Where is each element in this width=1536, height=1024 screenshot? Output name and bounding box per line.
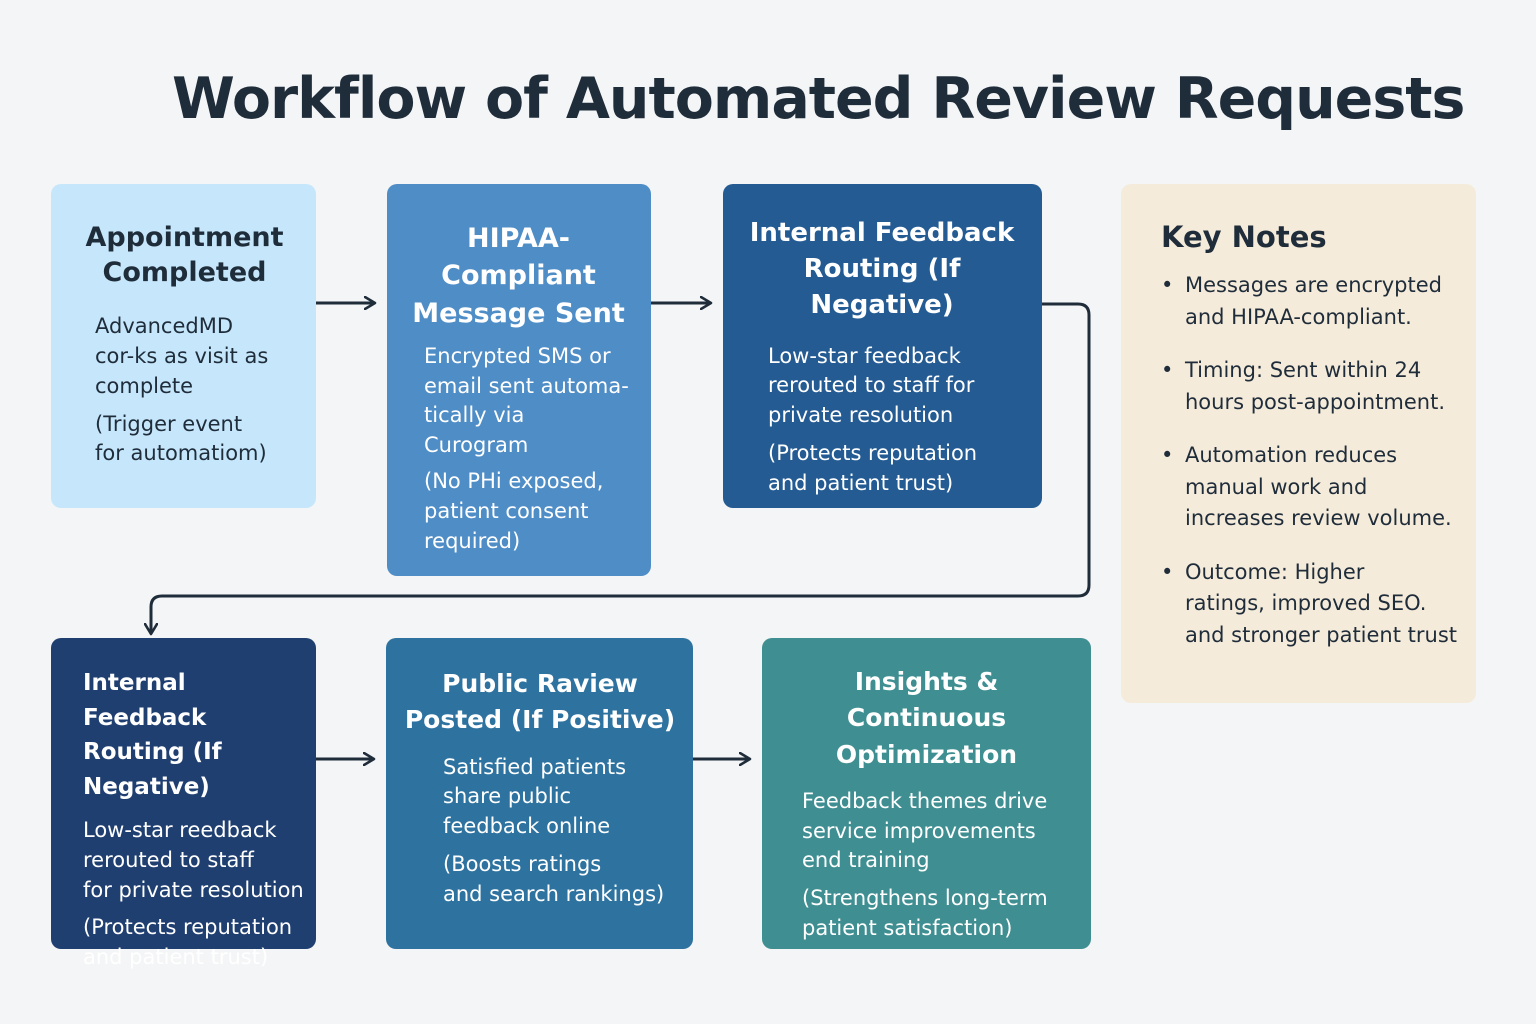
step-description: Low-star feedback rerouted to staff for … — [768, 342, 1026, 431]
step-title: Insights & Continuous Optimization — [774, 664, 1079, 773]
key-note-item: • Messages are encrypted and HIPAA-compl… — [1161, 270, 1460, 333]
step-description-line: service improvements — [802, 818, 1036, 843]
step-description-line: Encrypted SMS or — [424, 343, 611, 368]
step-description-line: for private resolution — [83, 877, 304, 902]
step-description-line: Low-star reedback — [83, 818, 277, 842]
key-note-item: • Timing: Sent within 24 hours post-appo… — [1161, 355, 1460, 418]
step-title: HIPAA- Compliant Message Sent — [402, 220, 635, 332]
step-description-line: private resolution — [768, 403, 954, 428]
key-note-item: • Outcome: Higher ratings, improved SEO.… — [1161, 557, 1460, 652]
step-note-line: (Trigger event — [95, 411, 243, 436]
step-title-line: Posted (If Positive) — [404, 705, 676, 735]
step-description-line: cor-ks as visit as — [95, 344, 269, 368]
step-note: (Protects reputation and patient trust) — [768, 439, 1026, 499]
step-title-line: Insights & Continuous — [846, 667, 1007, 733]
step-title-line: Internal Feedback — [749, 218, 1015, 248]
step-description-line: tically via Curogram — [424, 403, 529, 458]
step-note-line: (Strengthens long-term — [802, 886, 1048, 911]
key-note-item: • Automation reduces manual work and inc… — [1161, 440, 1460, 535]
key-notes-title: Key Notes — [1161, 220, 1327, 254]
key-note-line: hours post-appointment. — [1185, 389, 1445, 414]
step-note-line: (No PHi exposed, — [424, 469, 604, 493]
step-appointment-completed: Appointment Completed AdvancedMD cor-ks … — [51, 184, 316, 508]
step-description-line: share public — [443, 784, 572, 809]
step-description: Satisfied patients share public feedback… — [443, 753, 677, 842]
key-note-line: Timing: Sent within 24 — [1185, 358, 1422, 382]
step-description-line: AdvancedMD — [95, 314, 234, 339]
step-description-line: complete — [95, 373, 194, 398]
step-description-line: Satisfied patients — [443, 754, 627, 779]
step-title-line: Public Raview — [442, 669, 638, 698]
step-title: Appointment Completed — [73, 220, 296, 290]
bullet-icon: • — [1161, 559, 1174, 584]
key-notes-list: • Messages are encrypted and HIPAA-compl… — [1161, 270, 1460, 651]
step-title: Public Raview Posted (If Positive) — [403, 666, 677, 739]
step-note-line: patient consent — [424, 498, 589, 523]
bullet-icon: • — [1161, 273, 1174, 297]
bullet-icon: • — [1161, 443, 1174, 467]
step-title: Internal Feedback Routing (If Negative) — [738, 216, 1026, 324]
step-note-line: and patient trust) — [768, 470, 954, 495]
step-description: AdvancedMD cor-ks as visit as complete — [95, 312, 296, 401]
step-title-line: Routing (If Negative) — [83, 739, 222, 800]
step-note: (Strengthens long-term patient satisfact… — [802, 884, 1079, 944]
page-title: Workflow of Automated Review Requests — [172, 66, 1465, 132]
step-note-line: (Protects reputation — [768, 441, 978, 466]
step-public-review-posted: Public Raview Posted (If Positive) Satis… — [386, 638, 693, 949]
step-note: (Protects reputation and patient trust) — [83, 913, 306, 973]
key-note-line: Outcome: Higher — [1185, 559, 1365, 584]
step-description-line: rerouted to staff — [83, 847, 254, 872]
step-description-line: feedback online — [443, 814, 611, 839]
key-notes-panel: Key Notes • Messages are encrypted and H… — [1121, 184, 1476, 703]
step-title-line: Internal Feedback — [83, 670, 207, 731]
step-note-line: for automatiom) — [95, 441, 267, 466]
key-note-line: manual work and — [1185, 474, 1368, 499]
step-note-line: and patient trust) — [83, 945, 269, 970]
step-title-line: HIPAA- — [467, 223, 570, 254]
step-title-line: Optimization — [835, 739, 1018, 769]
step-title-line: Compliant — [441, 260, 596, 292]
step-description: Encrypted SMS or email sent automa- tica… — [424, 342, 635, 461]
step-note: (Boosts ratings and search rankings) — [443, 850, 677, 910]
step-insights-optimization: Insights & Continuous Optimization Feedb… — [762, 638, 1091, 949]
step-description-line: Feedback themes drive — [802, 788, 1048, 813]
step-description-line: rerouted to staff for — [768, 373, 975, 398]
step-note-line: (Protects reputation — [83, 915, 293, 940]
step-title-line: Completed — [102, 257, 267, 289]
step-hipaa-message-sent: HIPAA- Compliant Message Sent Encrypted … — [387, 184, 651, 576]
arrow-step3-to-step4 — [151, 302, 1091, 634]
step-title-line: Appointment — [85, 222, 284, 253]
step-internal-feedback-routing-repeat: Internal Feedback Routing (If Negative) … — [51, 638, 316, 969]
step-description: Feedback themes drive service improvemen… — [802, 787, 1079, 876]
step-title-line: Message Sent — [412, 297, 625, 329]
step-internal-feedback-routing: Internal Feedback Routing (If Negative) … — [723, 184, 1042, 508]
key-note-line: and HIPAA-compliant. — [1185, 304, 1412, 329]
step-title: Internal Feedback Routing (If Negative) — [83, 666, 306, 804]
step-title-line: Routing (If Negative) — [803, 253, 961, 320]
step-description: Low-star reedback rerouted to staff for … — [83, 816, 306, 905]
key-note-line: increases review volume. — [1185, 506, 1452, 530]
step-note: (Trigger event for automatiom) — [95, 410, 296, 470]
key-note-line: Automation reduces — [1185, 443, 1398, 467]
step-description-line: end training — [802, 848, 930, 873]
step-note-line: (Boosts ratings — [443, 851, 602, 876]
step-note: (No PHi exposed, patient consent require… — [424, 467, 635, 556]
key-note-line: ratings, improved SEO. — [1185, 591, 1427, 615]
step-note-line: and search rankings) — [443, 881, 665, 906]
bullet-icon: • — [1161, 358, 1174, 382]
key-note-line: Messages are encrypted — [1185, 273, 1442, 297]
step-note-line: required) — [424, 528, 521, 553]
key-note-line: and stronger patient trust — [1185, 622, 1458, 647]
step-description-line: Low-star feedback — [768, 343, 961, 368]
step-description-line: email sent automa- — [424, 373, 629, 398]
step-note-line: patient satisfaction) — [802, 916, 1013, 940]
